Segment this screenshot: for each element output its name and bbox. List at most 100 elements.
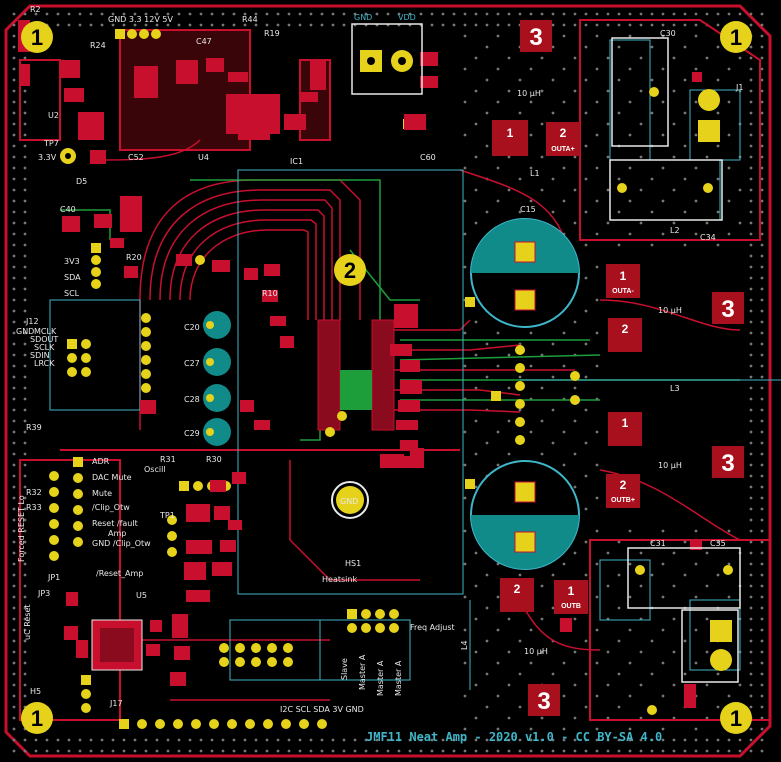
pad xyxy=(167,531,177,541)
via xyxy=(23,551,27,555)
via xyxy=(584,738,588,742)
via xyxy=(243,12,247,16)
via xyxy=(749,45,753,49)
via xyxy=(353,749,357,753)
via xyxy=(23,210,27,214)
via xyxy=(166,738,170,742)
via xyxy=(760,221,764,225)
via xyxy=(23,562,27,566)
via xyxy=(672,617,676,621)
via xyxy=(12,166,16,170)
via xyxy=(683,45,687,49)
smd-part xyxy=(280,336,294,348)
via xyxy=(749,705,753,709)
mounting-hole-top-right: 1 xyxy=(720,21,752,53)
via xyxy=(386,749,390,753)
via xyxy=(694,166,698,170)
via xyxy=(760,199,764,203)
via xyxy=(529,133,533,137)
via xyxy=(12,705,16,709)
via xyxy=(177,12,181,16)
pad xyxy=(389,609,399,619)
smd-components xyxy=(18,20,702,708)
via xyxy=(364,738,368,742)
i2c-label: 3V3 xyxy=(64,257,80,266)
via xyxy=(749,155,753,159)
via xyxy=(760,683,764,687)
via xyxy=(584,45,588,49)
via xyxy=(694,67,698,71)
control-label: Amp xyxy=(108,529,126,538)
via xyxy=(474,353,478,357)
via xyxy=(496,12,500,16)
via xyxy=(23,298,27,302)
via xyxy=(694,529,698,533)
pad xyxy=(263,719,273,729)
via xyxy=(540,155,544,159)
pad xyxy=(137,719,147,729)
via xyxy=(12,67,16,71)
via xyxy=(188,23,192,27)
via xyxy=(243,738,247,742)
center-mark: 2 xyxy=(334,254,366,286)
pad xyxy=(375,623,385,633)
via xyxy=(661,232,665,236)
via xyxy=(562,34,566,38)
via xyxy=(606,56,610,60)
via xyxy=(12,639,16,643)
via xyxy=(694,23,698,27)
via xyxy=(595,199,599,203)
zone-badge-label: 3 xyxy=(529,24,542,51)
via xyxy=(639,122,643,126)
via xyxy=(540,386,544,390)
via xyxy=(639,551,643,555)
pad xyxy=(235,643,245,653)
via xyxy=(529,727,533,731)
via xyxy=(474,188,478,192)
via xyxy=(177,749,181,753)
via xyxy=(683,210,687,214)
via xyxy=(628,628,632,632)
via xyxy=(12,485,16,489)
via xyxy=(760,78,764,82)
ref-c47: C47 xyxy=(196,37,212,46)
via xyxy=(133,23,137,27)
smd-part xyxy=(396,420,418,430)
via xyxy=(23,463,27,467)
via xyxy=(485,639,489,643)
ref-ic1: IC1 xyxy=(290,157,303,166)
via xyxy=(749,122,753,126)
via xyxy=(265,12,269,16)
via xyxy=(23,661,27,665)
via xyxy=(507,683,511,687)
via xyxy=(628,133,632,137)
smd-part xyxy=(150,620,162,632)
via xyxy=(650,243,654,247)
via xyxy=(254,738,258,742)
via xyxy=(67,738,71,742)
pad xyxy=(191,719,201,729)
via xyxy=(628,694,632,698)
via xyxy=(694,661,698,665)
via xyxy=(122,738,126,742)
via xyxy=(540,617,544,621)
via xyxy=(760,441,764,445)
via xyxy=(760,56,764,60)
pad xyxy=(81,339,91,349)
via xyxy=(727,166,731,170)
via xyxy=(166,749,170,753)
via xyxy=(628,34,632,38)
via xyxy=(584,749,588,753)
via xyxy=(562,364,566,368)
mounting-hole-bottom-left: 1 xyxy=(21,702,53,734)
via xyxy=(705,650,709,654)
via xyxy=(23,683,27,687)
via xyxy=(716,573,720,577)
via xyxy=(749,232,753,236)
via xyxy=(496,749,500,753)
via xyxy=(738,749,742,753)
via xyxy=(243,23,247,27)
pad xyxy=(235,657,245,667)
via xyxy=(12,529,16,533)
